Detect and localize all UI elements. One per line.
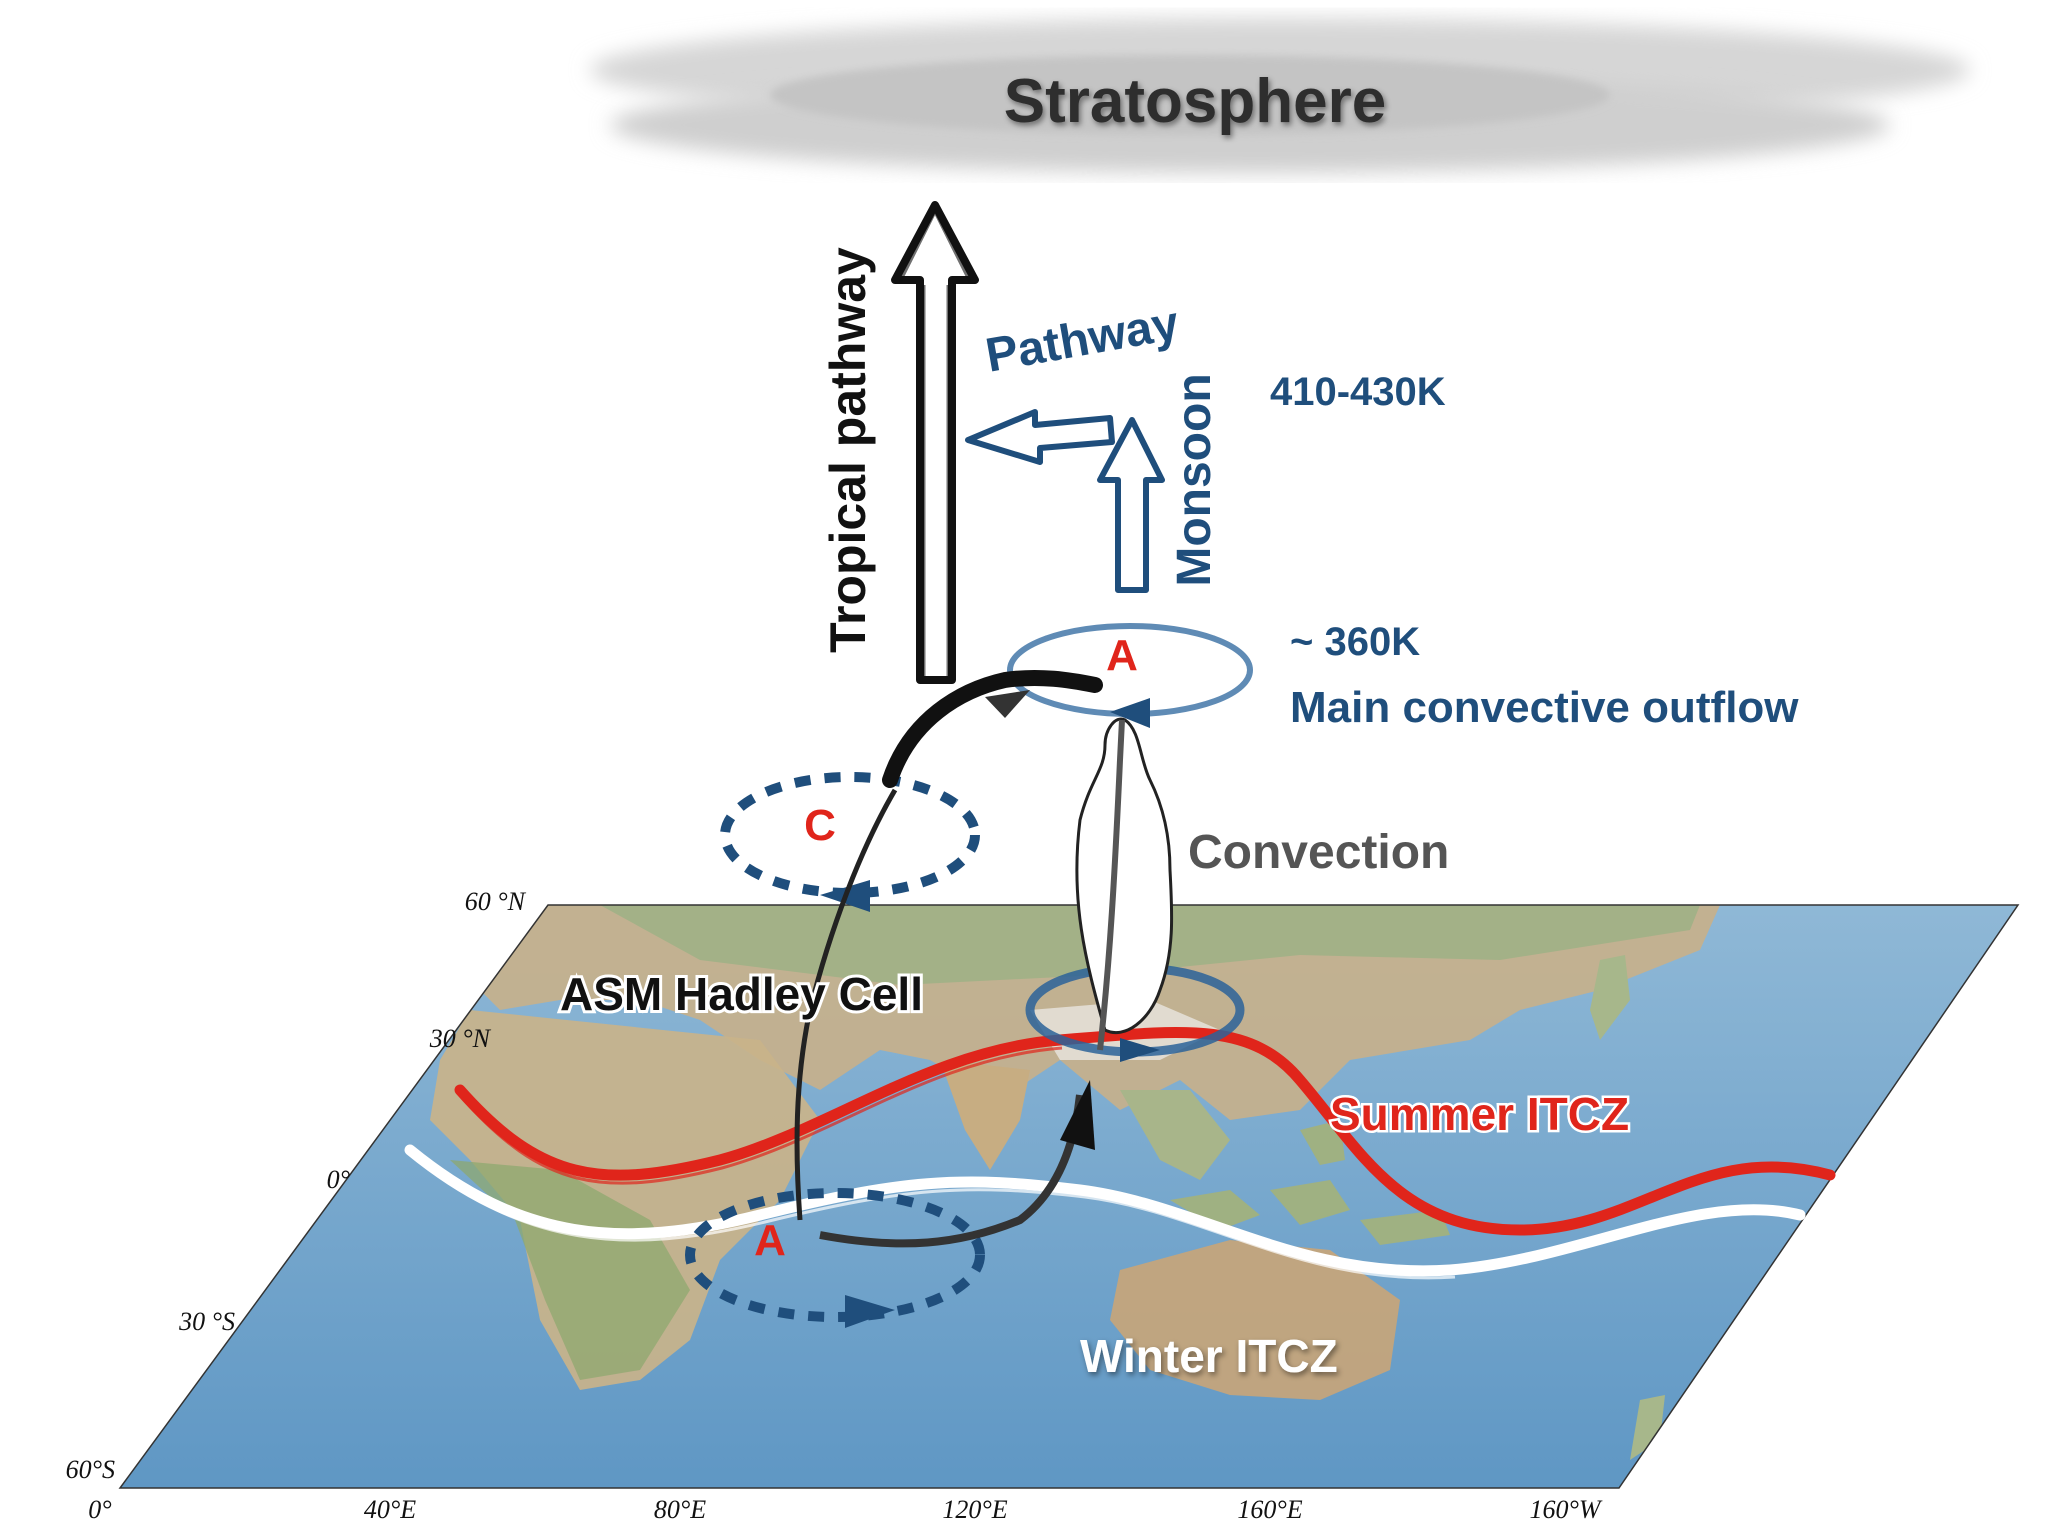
lon-label-40e: 40°E xyxy=(364,1495,416,1521)
stratosphere-label: Stratosphere xyxy=(1004,67,1386,136)
tibet-ring-arrowhead xyxy=(1120,1038,1160,1062)
lon-label-120e: 120°E xyxy=(942,1495,1007,1521)
india-landmass xyxy=(940,1060,1030,1170)
lat-label-60s: 60°S xyxy=(66,1455,115,1484)
australia-landmass xyxy=(1110,1240,1400,1400)
new-zealand-landmass xyxy=(1630,1395,1665,1460)
lower-anticyclone-dashed-ellipse xyxy=(685,1188,985,1322)
japan-landmass xyxy=(1590,955,1630,1040)
lower-anticyclone-label: A xyxy=(754,1216,786,1265)
hadley-descending-branch xyxy=(794,788,898,1221)
lon-label-160w: 160°W xyxy=(1529,1495,1602,1521)
upper-anticyclone-arrowhead xyxy=(1110,698,1150,728)
summer-itcz-label: Summer ITCZ xyxy=(1330,1088,1629,1140)
winter-itcz-curve xyxy=(404,1144,1806,1277)
level-high-label: 410-430K xyxy=(1270,370,1446,414)
hadley-upper-branch-arrow xyxy=(882,669,1103,788)
winter-itcz-curve-trace xyxy=(414,1156,1456,1280)
monsoon-pathway-left-arrow xyxy=(965,409,1115,465)
level-low-label: ~ 360K xyxy=(1290,620,1420,664)
main-convective-outflow-label: Main convective outflow xyxy=(1290,683,1799,732)
pathway-label: Pathway xyxy=(982,297,1183,383)
monsoon-pathway-up-arrow xyxy=(1097,417,1165,593)
lon-label-0: 0° xyxy=(88,1495,111,1521)
monsoon-label: Monsoon xyxy=(1168,373,1221,586)
lat-label-30s: 30 °S xyxy=(178,1307,235,1336)
lat-label-30n: 30 °N xyxy=(429,1024,492,1053)
upper-anticyclone-label: A xyxy=(1106,631,1138,680)
lon-label-80e: 80°E xyxy=(654,1495,706,1521)
tropical-pathway-arrow xyxy=(891,201,979,684)
africa-landmass xyxy=(430,1010,820,1390)
convection-label: Convection xyxy=(1188,826,1449,879)
lower-anticyclone-arrowhead xyxy=(845,1295,895,1328)
asm-hadley-cell-label: ASM Hadley Cell xyxy=(560,968,923,1020)
cyclone-label: C xyxy=(804,801,836,850)
cyclone-dashed-ellipse xyxy=(720,772,980,898)
winter-itcz-label: Winter ITCZ xyxy=(1080,1330,1338,1382)
southeast-asia-landmass xyxy=(1120,1090,1230,1180)
convection-plume xyxy=(1075,717,1174,1035)
summer-itcz-curve xyxy=(454,1026,1836,1236)
stratosphere-cloud xyxy=(590,18,1970,173)
lon-label-160e: 160°E xyxy=(1237,1495,1302,1521)
maritime-continent xyxy=(1170,1120,1450,1245)
hadley-lower-arrowhead xyxy=(1060,1080,1095,1150)
hadley-ascending-branch xyxy=(1097,719,1125,1051)
summer-itcz-curve-trace xyxy=(460,1046,1063,1185)
lat-label-0: 0° xyxy=(327,1165,350,1194)
longitude-labels: 0° 40°E 80°E 120°E 160°E 160°W xyxy=(88,1495,1603,1521)
latitude-labels: 60 °N 30 °N 0° 30 °S 60°S xyxy=(66,887,527,1484)
hadley-upper-arrowhead xyxy=(985,690,1030,718)
tropical-pathway-label: Tropical pathway xyxy=(820,247,876,653)
tropical-pathway-arrow-sketch xyxy=(898,208,972,676)
lat-label-60n: 60 °N xyxy=(465,887,527,916)
